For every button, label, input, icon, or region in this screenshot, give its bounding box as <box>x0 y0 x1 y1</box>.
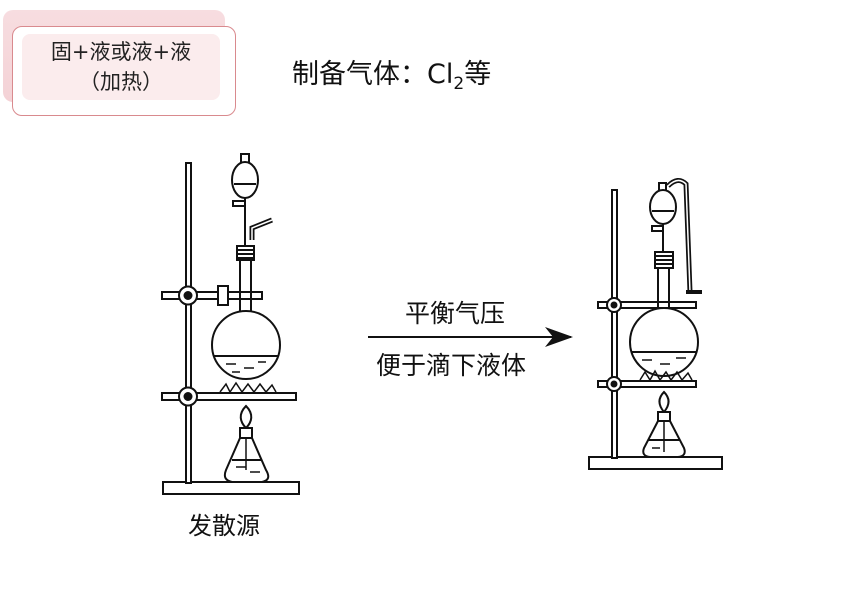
label-box-content: 固+液或液+液 （加热） <box>22 34 220 100</box>
left-round-flask <box>211 260 281 380</box>
left-alcohol-lamp <box>223 404 270 483</box>
right-pressure-equalizing-funnel <box>649 178 702 294</box>
left-upper-clamp <box>161 285 263 306</box>
left-stopper <box>236 245 255 261</box>
right-apparatus <box>588 178 723 470</box>
right-stand-base <box>588 456 723 470</box>
left-lower-ring <box>161 386 297 407</box>
right-lower-ring <box>597 376 697 392</box>
right-stand-rod <box>611 189 618 459</box>
left-apparatus <box>161 153 300 495</box>
headline: 制备气体：Cl2等 <box>292 52 491 94</box>
right-stopper <box>654 251 674 269</box>
right-alcohol-lamp <box>642 390 686 458</box>
left-apparatus-caption: 发散源 <box>188 512 260 540</box>
left-stand-base <box>162 481 300 495</box>
left-separatory-funnel <box>231 153 259 248</box>
right-upper-clamp <box>597 297 697 313</box>
right-round-flask <box>629 268 699 377</box>
left-stand-rod <box>185 162 192 484</box>
headline-suffix: 等 <box>464 59 492 90</box>
arrow-top-text: 平衡气压 <box>405 299 506 328</box>
left-wire-gauze <box>219 381 277 394</box>
label-line-2: （加热） <box>79 70 163 94</box>
arrow-bottom-text: 便于滴下液体 <box>376 351 527 380</box>
headline-prefix: 制备气体：Cl <box>292 59 454 90</box>
headline-subscript: 2 <box>453 74 465 94</box>
right-wire-gauze <box>639 369 693 382</box>
label-line-1: 固+液或液+液 <box>50 40 192 64</box>
